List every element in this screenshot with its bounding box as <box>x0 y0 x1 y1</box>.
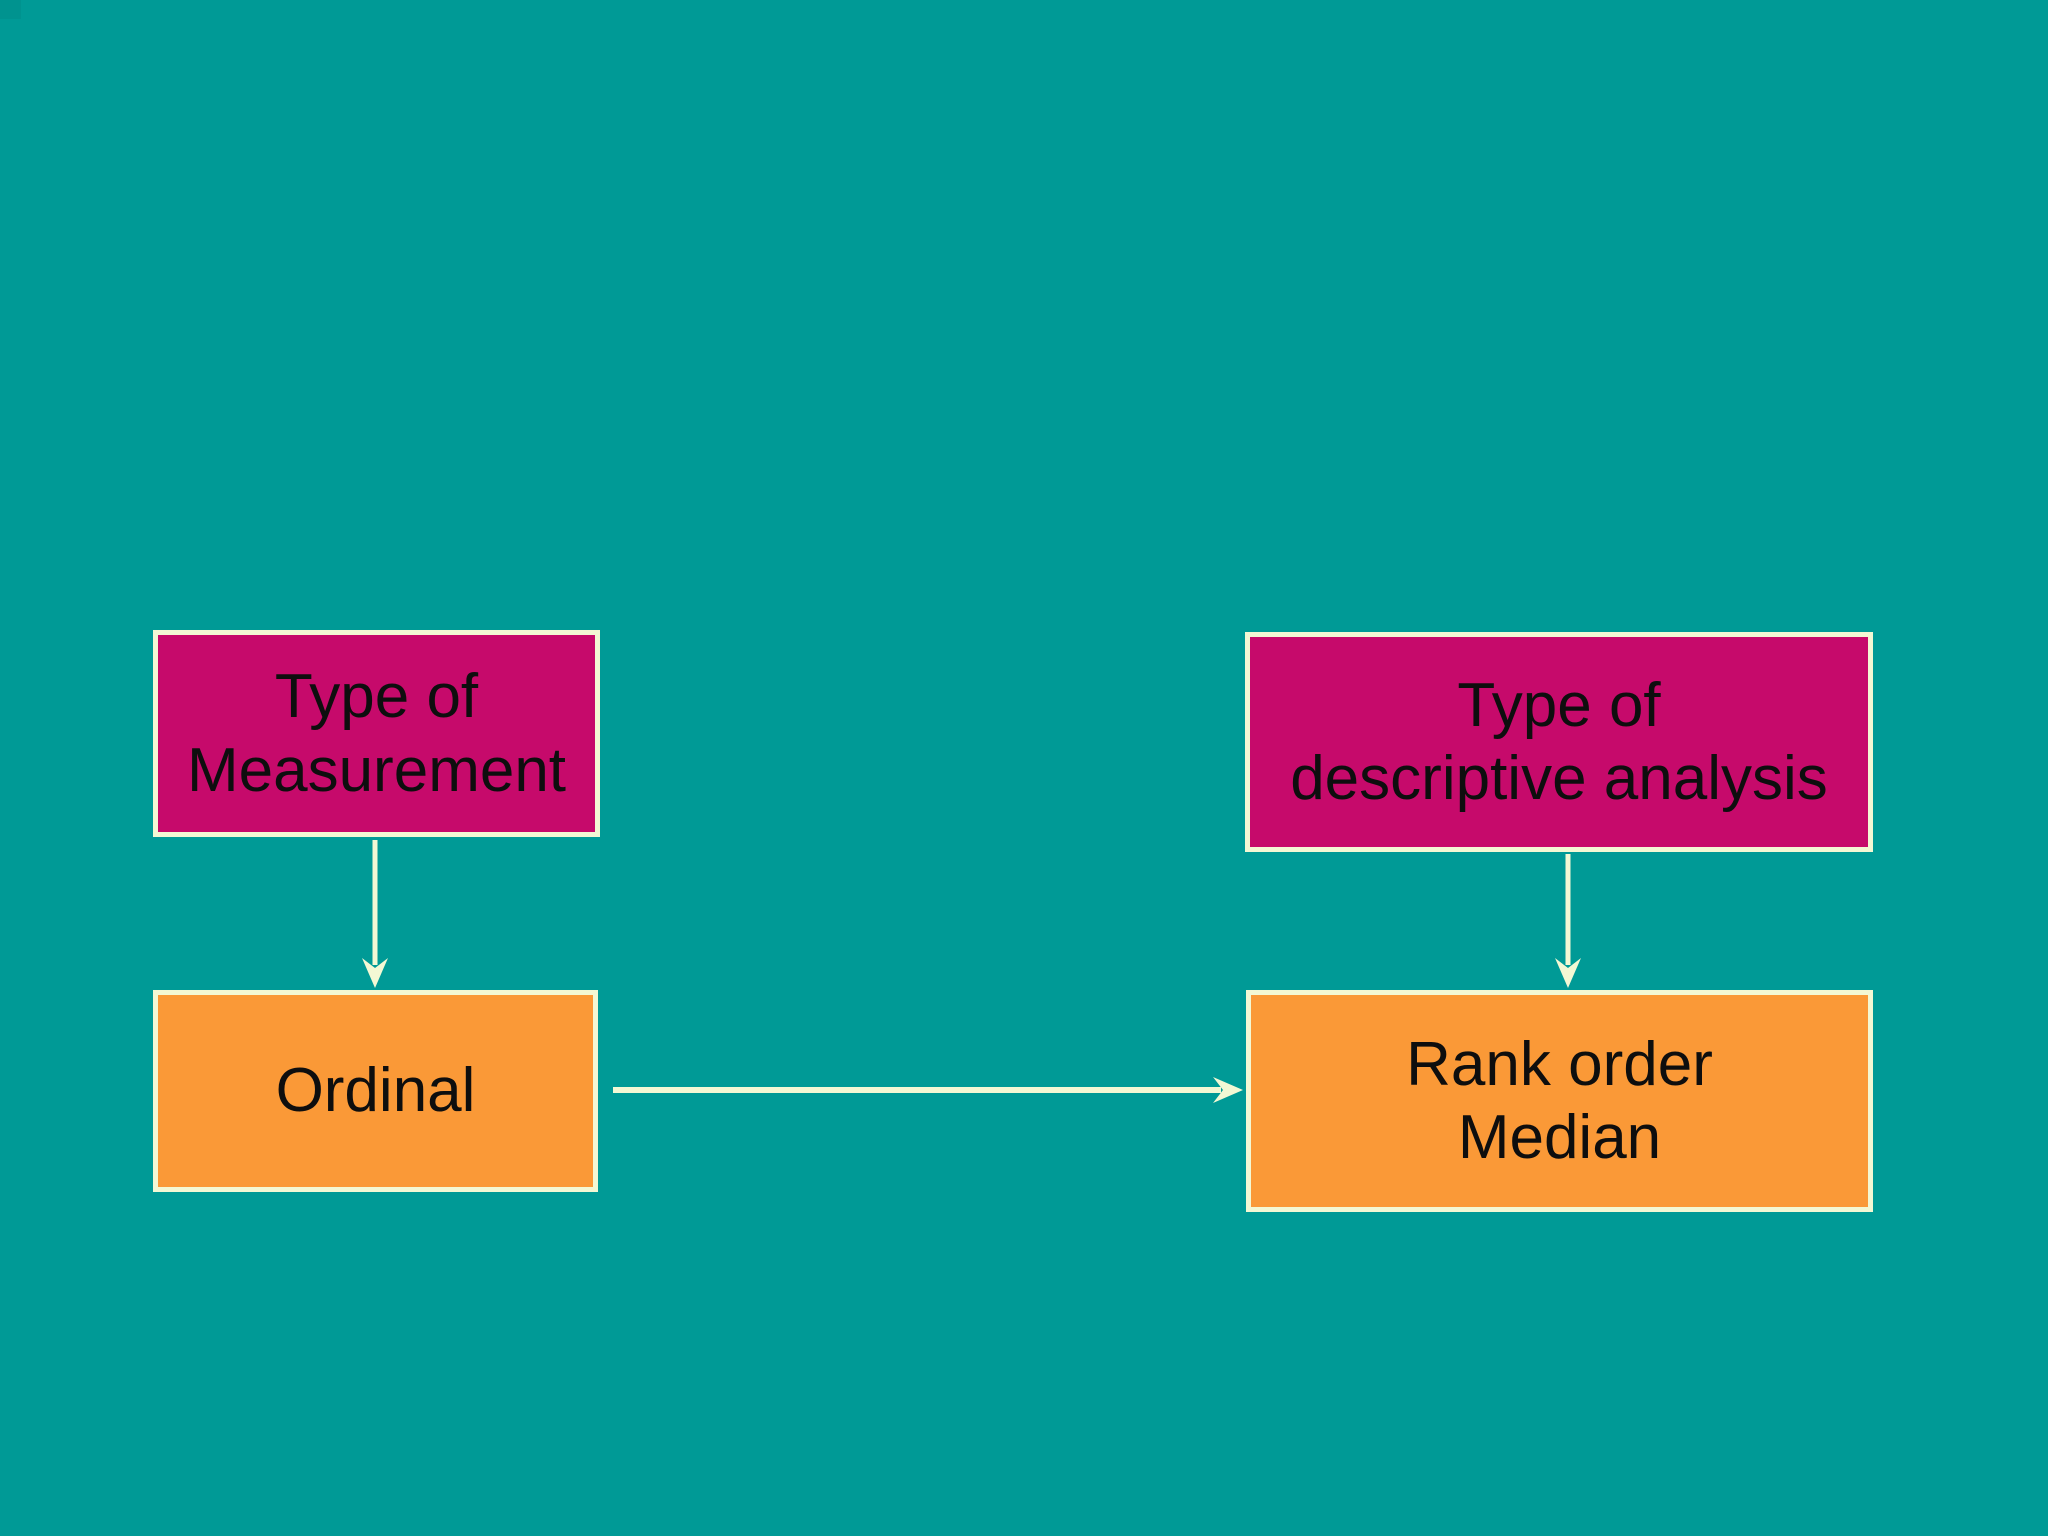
arrowhead-down-icon <box>362 958 388 988</box>
node-label-line: Type of <box>1457 670 1661 740</box>
corner-patch <box>0 0 21 19</box>
node-label-line: Median <box>1457 1103 1662 1172</box>
arrowhead-down-icon <box>1555 958 1581 988</box>
arrowhead-right-icon <box>1213 1077 1243 1103</box>
arrow-descriptive-to-rank-order <box>1555 854 1581 988</box>
arrow-measurement-to-ordinal <box>362 840 388 988</box>
node-label-line: Ordinal <box>275 1056 476 1126</box>
node-type-of-descriptive-analysis: Type of descriptive analysis <box>1245 632 1873 852</box>
arrow-ordinal-to-rank-order <box>613 1077 1243 1103</box>
node-label-line: Type of <box>274 662 479 732</box>
node-ordinal: Ordinal <box>153 990 598 1192</box>
node-label-line: Measurement <box>186 735 567 805</box>
node-rank-order-median: Rank order Median <box>1246 990 1873 1212</box>
node-type-of-measurement: Type of Measurement <box>153 630 600 837</box>
node-label-line: descriptive analysis <box>1290 744 1828 813</box>
node-label-line: Rank order <box>1406 1029 1713 1099</box>
